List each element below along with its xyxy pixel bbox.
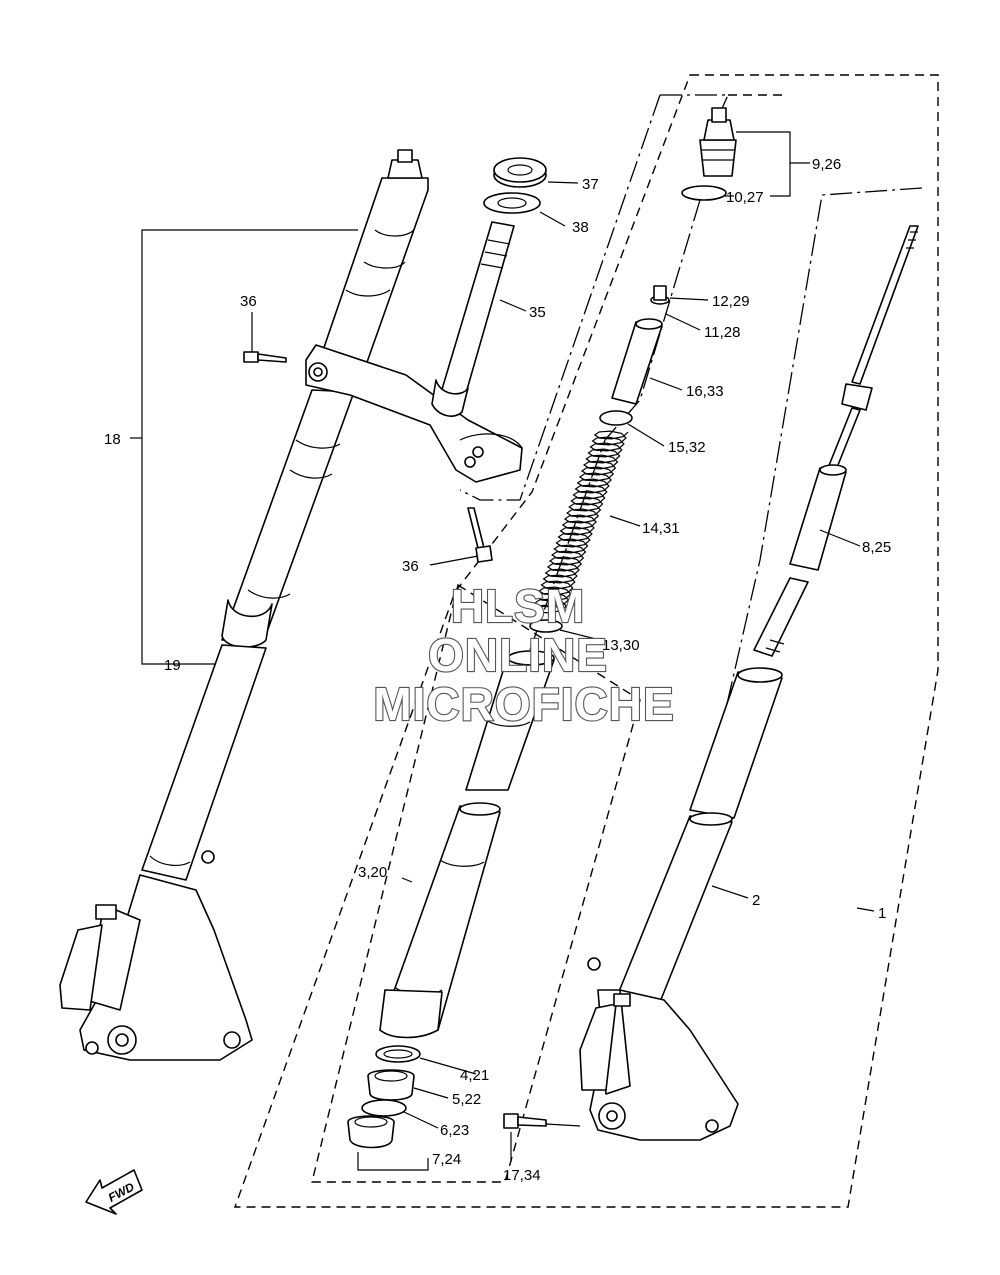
axle-bracket [79, 874, 253, 1061]
bolt-36-upper [243, 351, 259, 363]
watermark-line-2: ONLINE [428, 629, 608, 681]
label-11-28: 11,28 [704, 324, 740, 341]
damper-group-line [704, 187, 923, 801]
part-6 [361, 1099, 407, 1117]
o-ring-10-27 [681, 185, 727, 201]
label-13-30: 13,30 [602, 637, 640, 654]
label-1: 1 [878, 905, 886, 922]
bolt-36-lower [467, 507, 493, 563]
label-18: 18 [104, 431, 121, 448]
part-13-30 [529, 619, 563, 633]
cap-assembly-9-26 [699, 107, 737, 177]
steering-stem [431, 221, 515, 417]
label-9-26: 9,26 [812, 156, 841, 173]
outer-tube-lower [221, 389, 355, 641]
label-37: 37 [582, 176, 599, 193]
watermark: HLSM ONLINE MICROFICHE [372, 579, 675, 731]
damper-rod-8-25 [753, 225, 919, 657]
label-15-32: 15,32 [668, 439, 706, 456]
watermark-line-3: MICROFICHE [373, 678, 674, 730]
label-16-33: 16,33 [686, 383, 724, 400]
outer-tube-3-20 [379, 650, 555, 1039]
bolt-17-34 [503, 1113, 547, 1129]
label-5-22: 5,22 [452, 1091, 481, 1108]
label-14-31: 14,31 [642, 520, 680, 537]
label-4-21: 4,21 [460, 1067, 489, 1084]
outer-tube-2 [617, 667, 783, 1003]
part-5 [367, 1069, 415, 1101]
outer-tube [317, 177, 429, 366]
fwd-arrow-icon: FWD [85, 1169, 143, 1215]
label-2: 2 [752, 892, 760, 909]
spring-14-31 [531, 430, 629, 614]
label-36-lower: 36 [402, 558, 419, 575]
race-38 [483, 192, 541, 214]
watermark-line-1: HLSM [451, 580, 585, 632]
fork-assembly-left [59, 149, 523, 1061]
label-17-34: 17,34 [503, 1167, 541, 1184]
part-4 [375, 1045, 421, 1063]
label-35: 35 [529, 304, 546, 321]
label-7-24: 7,24 [432, 1151, 461, 1168]
cartridge-group-line-2 [459, 94, 661, 501]
assembly-1-boundary [234, 74, 939, 1208]
label-38: 38 [572, 219, 589, 236]
label-19: 19 [164, 657, 181, 674]
label-8-25: 8,25 [862, 539, 891, 556]
assembly-3-20-boundary [311, 583, 641, 1183]
part-7 [347, 1115, 395, 1149]
bearing-37 [493, 157, 547, 188]
spring-seat-15-32 [599, 410, 633, 426]
label-10-27: 10,27 [726, 189, 764, 206]
label-6-23: 6,23 [440, 1122, 469, 1139]
part-11-28 [653, 285, 667, 301]
inner-tube [141, 644, 267, 881]
seal-set [347, 1045, 421, 1149]
label-36-upper: 36 [240, 293, 257, 310]
label-12-29: 12,29 [712, 293, 750, 310]
spacer-16-33 [611, 318, 663, 405]
axle-bracket-right [579, 957, 739, 1141]
label-3-20: 3,20 [358, 864, 387, 881]
